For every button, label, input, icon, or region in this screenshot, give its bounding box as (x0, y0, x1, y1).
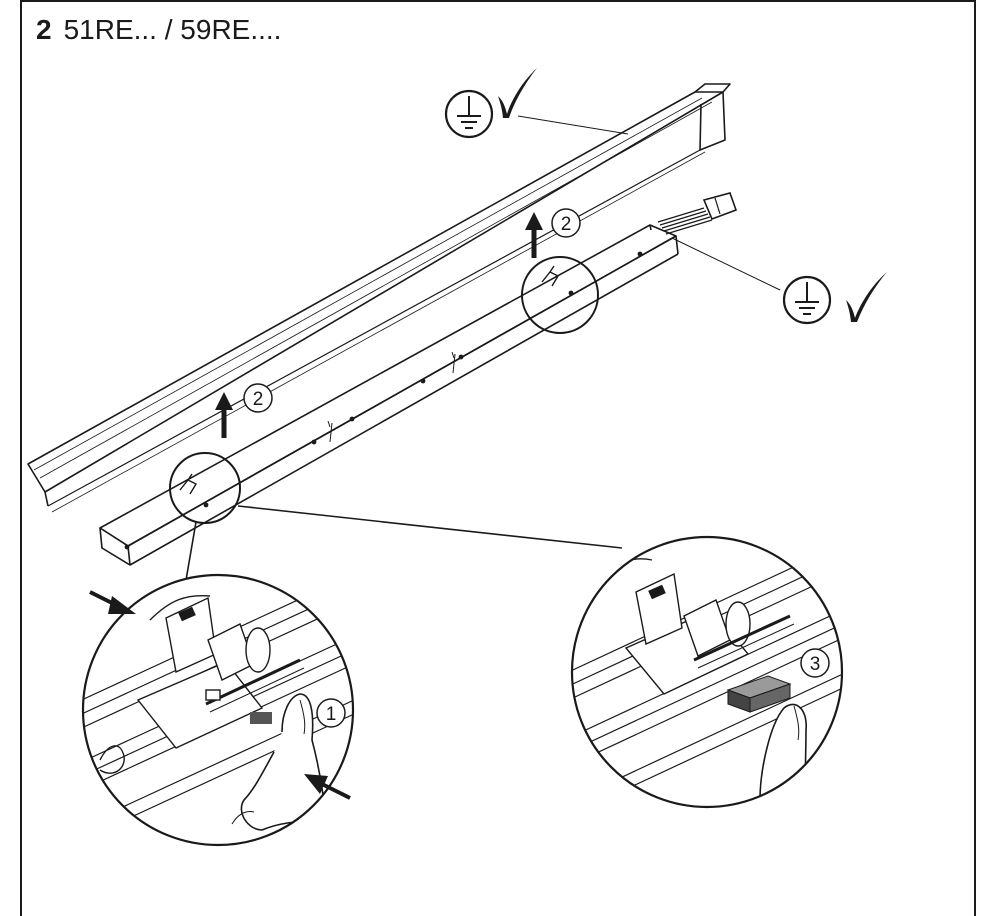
check-mark-icon (498, 68, 537, 118)
connector-cable (657, 192, 738, 235)
magnifier-right (521, 256, 599, 334)
cover-rail (27, 83, 731, 513)
callout-remove-number: 3 (810, 654, 821, 675)
tray-latch-left (179, 473, 197, 495)
step-heading: 2 51RE... / 59RE.... (36, 14, 281, 46)
protective-earth-icon (782, 275, 832, 325)
leader-lines (185, 115, 781, 581)
press-arrow-bottom (304, 774, 351, 800)
detail-view-press (81, 573, 355, 847)
callout-press: 1 (316, 698, 346, 728)
step-number: 2 (36, 14, 52, 45)
callout-press-number: 1 (326, 704, 337, 725)
instruction-frame (20, 0, 976, 916)
protective-earth-icon (444, 89, 494, 139)
gear-tray (99, 224, 679, 566)
lift-arrow-left (215, 392, 233, 438)
check-mark-icon (846, 272, 887, 322)
removed-block (726, 675, 792, 713)
tray-screw-holes (124, 251, 643, 550)
lift-arrow-right (525, 212, 543, 258)
detail-view-remove (570, 535, 844, 809)
model-label: 51RE... / 59RE.... (63, 14, 282, 45)
magnifier-left (169, 452, 241, 524)
callout-lift-left: 2 (243, 383, 273, 413)
callout-lift-right: 2 (551, 208, 581, 238)
callout-remove: 3 (800, 648, 830, 678)
callout-lift-left-number: 2 (253, 389, 264, 410)
tray-latch-right (541, 265, 559, 287)
callout-lift-right-number: 2 (561, 214, 572, 235)
press-arrow-top (89, 590, 136, 614)
